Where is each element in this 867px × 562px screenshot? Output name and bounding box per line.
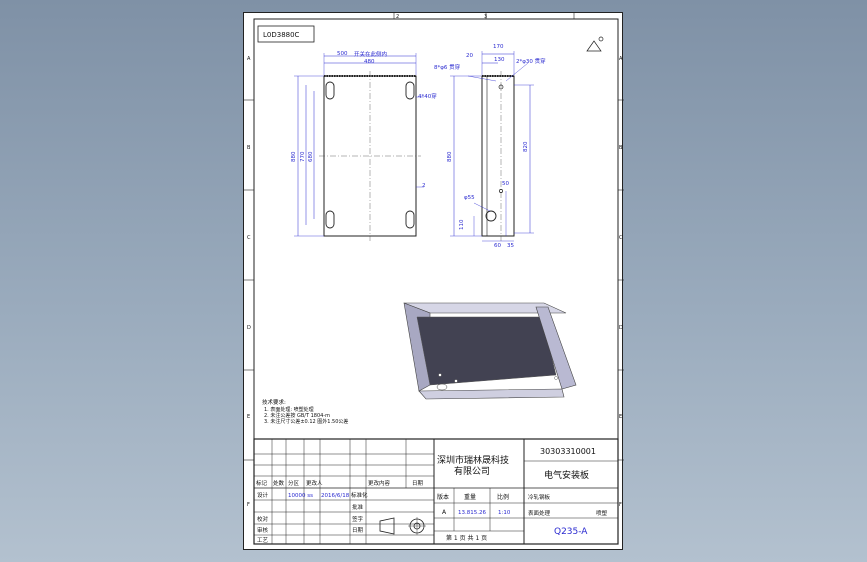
col-version-header: 版本: [437, 493, 449, 501]
side-dim-top-total: 170: [493, 44, 504, 50]
zone-c-right: C: [619, 235, 623, 241]
finish-value: 喷塑: [596, 509, 608, 517]
rev-header-content: 更改内容: [368, 479, 391, 487]
zone-c-left: C: [247, 235, 251, 241]
role-review: 审核: [257, 526, 269, 534]
rev-header-zone: 分区: [288, 479, 300, 487]
company-line2: 有限公司: [454, 465, 490, 477]
zone-f-right: F: [619, 502, 622, 508]
isometric-view: [403, 302, 577, 400]
note-item-3: 3. 未注尺寸公差±0.12 图外1.50公差: [264, 418, 348, 425]
projection-symbol-icon: [586, 36, 604, 52]
side-dim-bottom-left: 110: [459, 219, 465, 230]
zone-a-right: A: [619, 56, 623, 62]
finish-label: 表面处理: [528, 509, 551, 517]
title-projection-icon: [379, 517, 426, 535]
rev-header-mark: 标记: [256, 479, 268, 487]
zone-top-2: 2: [396, 14, 399, 20]
sign-label: 签字: [352, 515, 364, 523]
zone-d-left: D: [247, 325, 251, 331]
drawing-canvas: 2 3 A B C D E F A B C D E F L0D3880C: [244, 13, 624, 545]
note-item-2: 2. 未注公差按 GB/T 1804-m: [264, 412, 330, 419]
design-date: 2016/6/18: [321, 493, 350, 499]
side-hole-bottom: φ55: [464, 195, 475, 201]
role-process: 工艺: [257, 537, 269, 544]
side-dim-bottom-small: 50: [502, 181, 509, 187]
side-dim-top-right: 130: [494, 57, 505, 63]
scale-value: 1:10: [498, 510, 511, 516]
side-zone-marks: [244, 99, 624, 461]
zone-b-right: B: [619, 145, 623, 151]
role-check: 校对: [257, 515, 269, 523]
side-dim-top-left: 20: [466, 53, 473, 59]
date-label: 日期: [352, 527, 364, 534]
role-design: 设计: [257, 491, 269, 499]
zone-top-3: 3: [484, 14, 487, 20]
title-block-grid: [253, 438, 619, 545]
front-dim-height-inner: 680: [308, 151, 314, 162]
col-weight-header: 重量: [464, 493, 476, 501]
company-line1: 深圳市瑞林晟科技: [437, 454, 509, 466]
zone-e-right: E: [619, 414, 622, 420]
drawing-sheet: 2 3 A B C D E F A B C D E F L0D3880C: [243, 12, 624, 550]
front-dim-height-mid: 770: [300, 151, 306, 162]
zone-a-left: A: [247, 56, 251, 62]
front-dim-height-outer: 880: [291, 151, 297, 162]
zone-e-left: E: [247, 414, 250, 420]
standard-label: 标准化: [351, 491, 368, 499]
designer-name: 10000 ss: [288, 493, 313, 499]
rev-header-date: 日期: [412, 480, 424, 487]
side-dim-height-right: 820: [523, 141, 529, 152]
side-dim-bottom-mid: 60: [494, 243, 501, 249]
rev-header-person: 更改人: [306, 479, 323, 487]
part-code: L0D3880C: [263, 31, 300, 39]
part-code-box: [257, 25, 315, 43]
sheet-info: 第 1 页 共 1 页: [446, 534, 487, 542]
side-view: [450, 51, 534, 242]
drawing-code: Q235-A: [554, 527, 588, 537]
front-dim-edge: 2: [422, 183, 426, 189]
side-dim-bottom-right: 35: [507, 243, 514, 249]
zone-f-left: F: [247, 502, 250, 508]
zone-d-right: D: [619, 325, 623, 331]
front-dim-inner-width: 480: [364, 59, 375, 65]
front-note-top: 开关在此侧内: [354, 50, 387, 58]
drawing-number: 30303310001: [540, 447, 596, 456]
notes-heading: 技术要求:: [262, 398, 286, 406]
col-scale-header: 比例: [497, 493, 509, 501]
side-hole-top-left: 8*φ6 贯穿: [434, 63, 461, 71]
approve-label: 批准: [352, 503, 364, 511]
side-hole-top-right: 2*φ30 贯穿: [516, 57, 546, 65]
front-dim-slot: 4*40穿: [418, 92, 437, 100]
part-name: 电气安装板: [544, 469, 589, 481]
front-view: [294, 53, 424, 241]
zone-b-left: B: [247, 145, 251, 151]
material: 冷轧钢板: [528, 493, 551, 501]
note-item-1: 1. 表面处理: 喷塑处理: [264, 406, 314, 413]
version-value: A: [442, 509, 447, 516]
rev-header-count: 处数: [273, 479, 285, 487]
front-dim-outer-width: 500: [337, 51, 348, 57]
side-dim-height: 880: [447, 151, 453, 162]
weight-value: 13.815.26: [458, 510, 486, 516]
